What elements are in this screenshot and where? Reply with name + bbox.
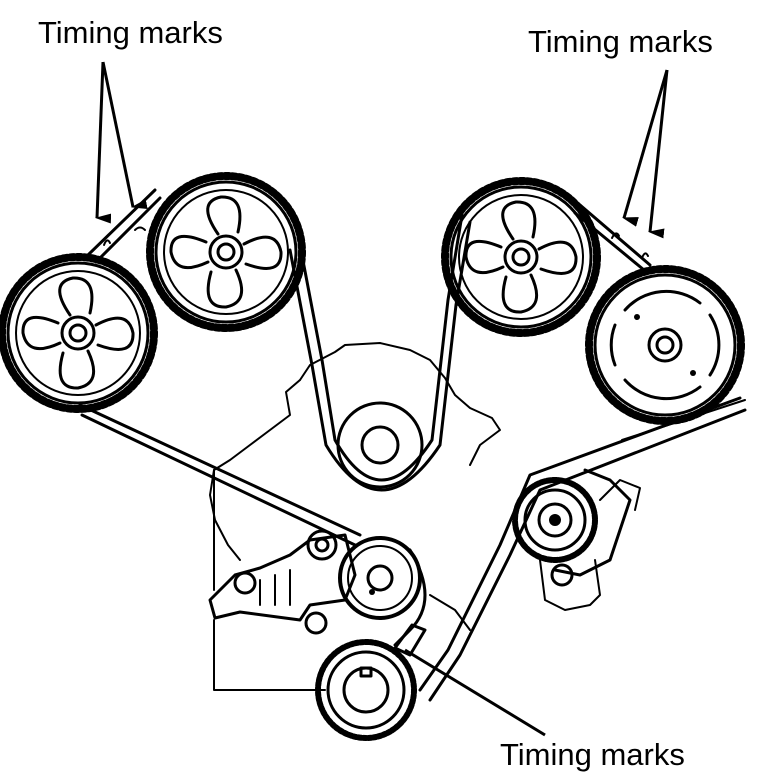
tensioner-assembly (208, 529, 422, 635)
label-timing-marks-bottom: Timing marks (500, 737, 685, 772)
label-timing-marks-top-right: Timing marks (528, 24, 713, 59)
timing-mark-symbols (103, 226, 649, 657)
crankshaft-pulley (315, 639, 417, 741)
upper-right-camshaft-pulley (441, 177, 601, 337)
arrow-top-right-a (622, 69, 669, 227)
timing-mark-arrows (95, 61, 669, 737)
right-tensioner-assembly (512, 468, 632, 587)
leader-bottom (404, 648, 546, 737)
label-timing-marks-top-left: Timing marks (38, 15, 223, 50)
upper-left-camshaft-pulley (146, 172, 306, 332)
right-camshaft-pulley (585, 265, 745, 425)
arrow-top-right-b (648, 69, 669, 239)
arrow-top-left-a (95, 61, 112, 224)
center-idler-pulley (336, 401, 424, 489)
engine-block (209, 342, 641, 691)
arrow-top-left-b (101, 61, 148, 210)
left-camshaft-pulley (0, 253, 158, 413)
